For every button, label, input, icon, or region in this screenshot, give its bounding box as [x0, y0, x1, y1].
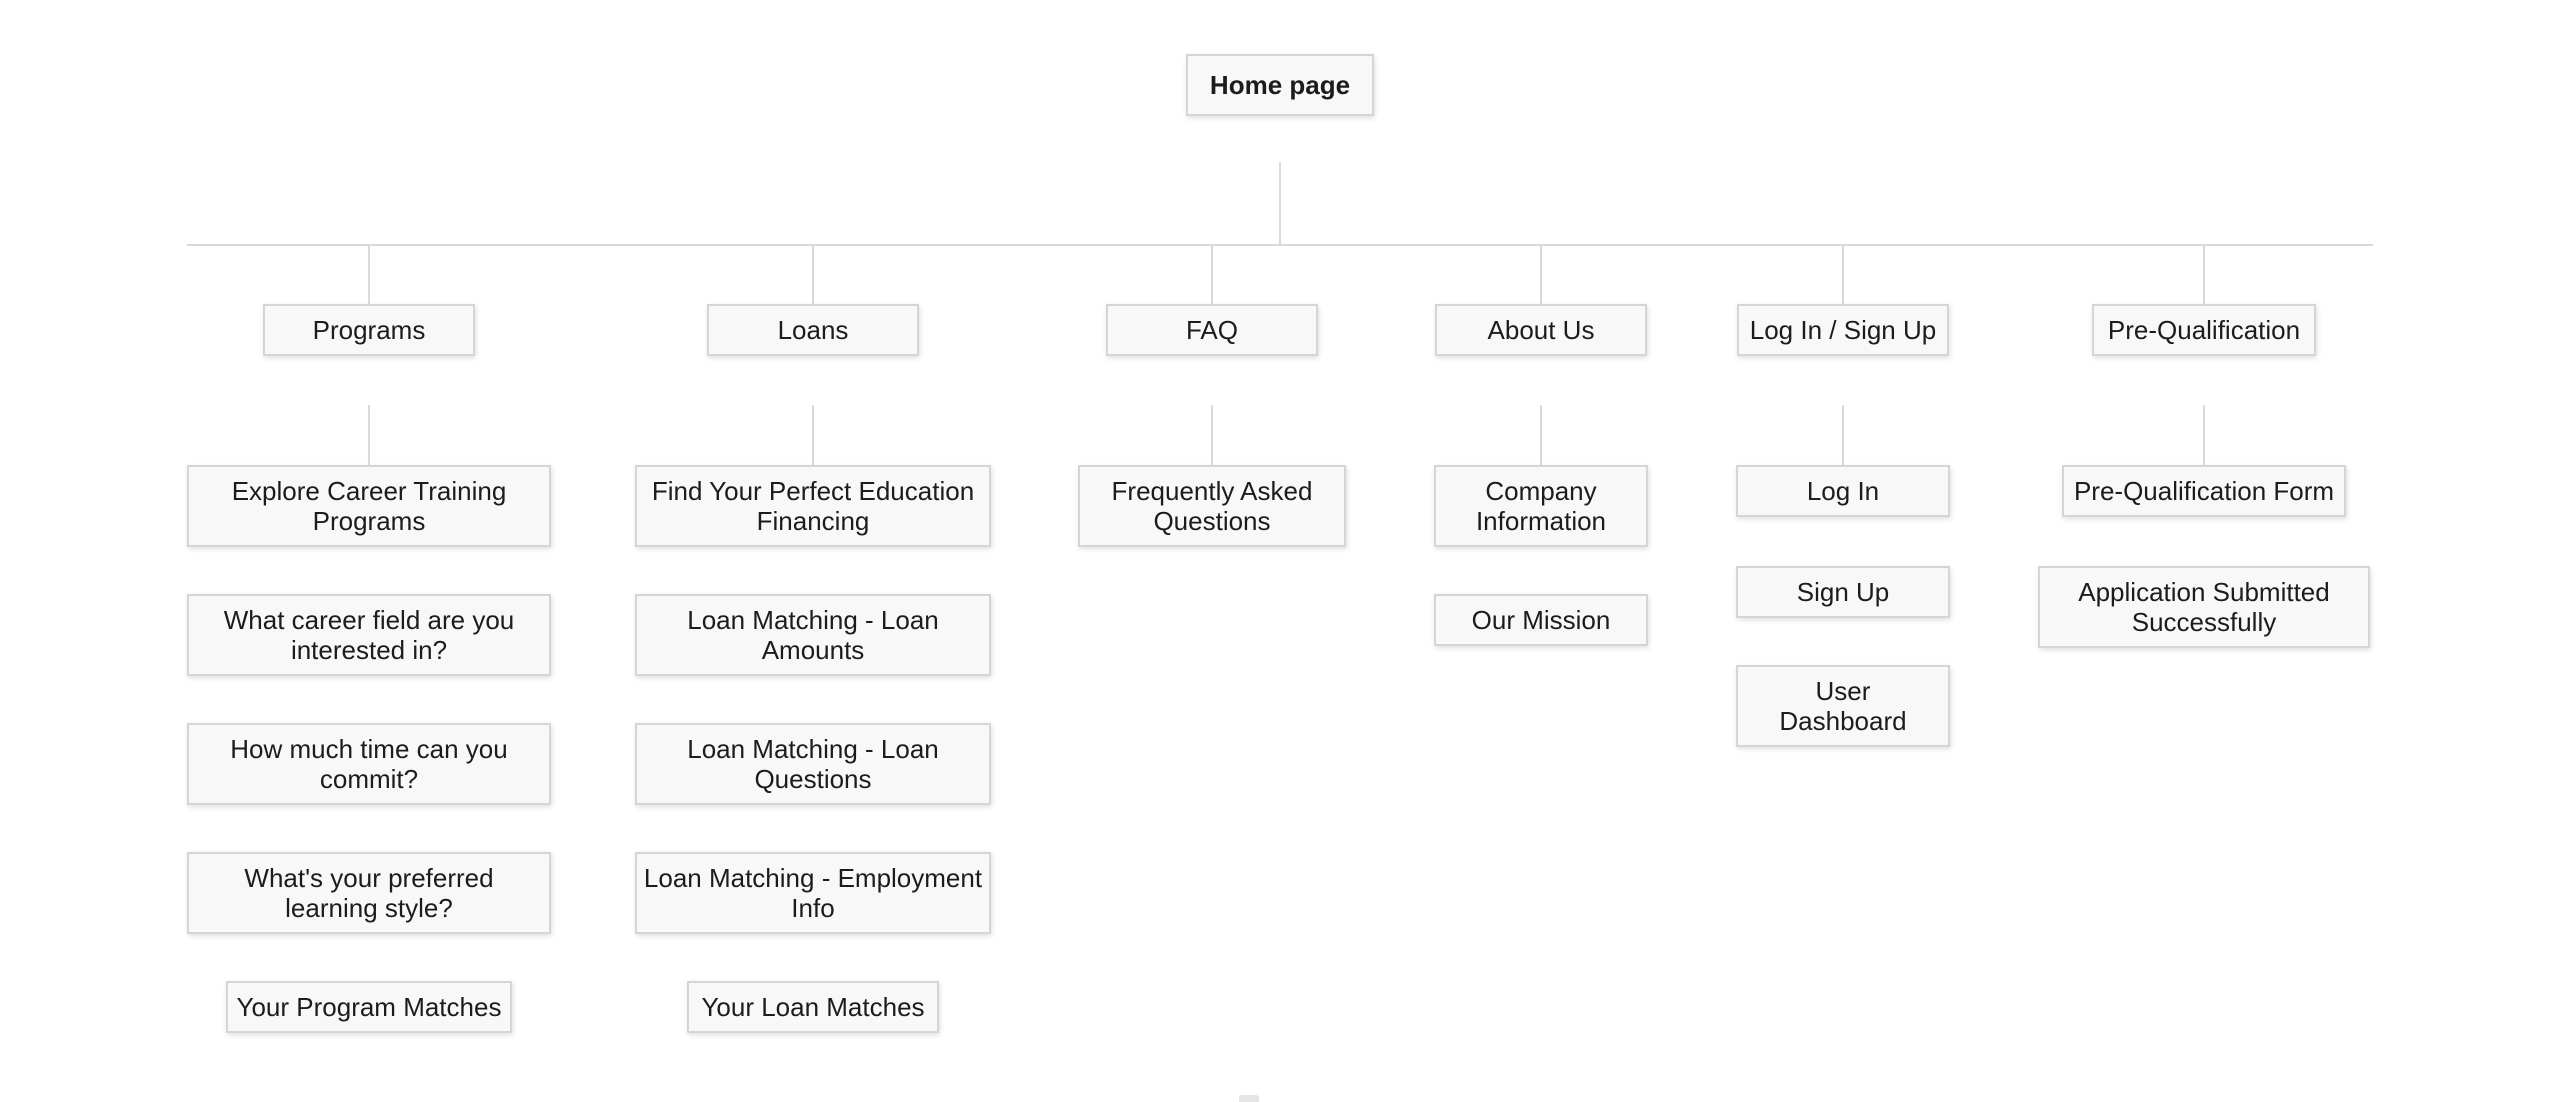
connector-programs-to-children	[368, 405, 370, 465]
connector-rail-to-programs	[368, 246, 370, 304]
connector-home-to-rail	[1279, 162, 1281, 244]
node-loans[interactable]: Loans	[707, 304, 919, 356]
watermark-fragment	[1239, 1095, 1259, 1102]
node-time-commit-question[interactable]: How much time can you commit?	[187, 723, 551, 805]
node-pre-qualification[interactable]: Pre-Qualification	[2092, 304, 2316, 356]
node-company-information[interactable]: Company Information	[1434, 465, 1648, 547]
node-frequently-asked-questions[interactable]: Frequently Asked Questions	[1078, 465, 1346, 547]
connector-rail-to-about-us	[1540, 246, 1542, 304]
node-loan-matching-loan-questions[interactable]: Loan Matching - Loan Questions	[635, 723, 991, 805]
node-learning-style-question[interactable]: What's your preferred learning style?	[187, 852, 551, 934]
node-career-field-question[interactable]: What career field are you interested in?	[187, 594, 551, 676]
node-pre-qualification-form[interactable]: Pre-Qualification Form	[2062, 465, 2346, 517]
node-application-submitted-successfully[interactable]: Application Submitted Successfully	[2038, 566, 2370, 648]
node-your-program-matches[interactable]: Your Program Matches	[226, 981, 512, 1033]
node-our-mission[interactable]: Our Mission	[1434, 594, 1648, 646]
node-explore-career-training-programs[interactable]: Explore Career Training Programs	[187, 465, 551, 547]
node-find-education-financing[interactable]: Find Your Perfect Education Financing	[635, 465, 991, 547]
connector-rail-to-pre-qualification	[2203, 246, 2205, 304]
node-your-loan-matches[interactable]: Your Loan Matches	[687, 981, 939, 1033]
connector-loans-to-children	[812, 405, 814, 465]
connector-rail-to-login-signup	[1842, 246, 1844, 304]
connector-pre-qualification-to-children	[2203, 405, 2205, 465]
node-faq[interactable]: FAQ	[1106, 304, 1318, 356]
node-loan-matching-loan-amounts[interactable]: Loan Matching - Loan Amounts	[635, 594, 991, 676]
connector-about-us-to-children	[1540, 405, 1542, 465]
node-sign-up[interactable]: Sign Up	[1736, 566, 1950, 618]
connector-rail-to-faq	[1211, 246, 1213, 304]
node-home-page[interactable]: Home page	[1186, 54, 1374, 116]
connector-faq-to-children	[1211, 405, 1213, 465]
node-about-us[interactable]: About Us	[1435, 304, 1647, 356]
node-log-in[interactable]: Log In	[1736, 465, 1950, 517]
node-loan-matching-employment-info[interactable]: Loan Matching - Employment Info	[635, 852, 991, 934]
node-user-dashboard[interactable]: User Dashboard	[1736, 665, 1950, 747]
node-programs[interactable]: Programs	[263, 304, 475, 356]
connector-rail	[187, 244, 2373, 246]
node-login-signup[interactable]: Log In / Sign Up	[1737, 304, 1949, 356]
connector-login-signup-to-children	[1842, 405, 1844, 465]
connector-rail-to-loans	[812, 246, 814, 304]
